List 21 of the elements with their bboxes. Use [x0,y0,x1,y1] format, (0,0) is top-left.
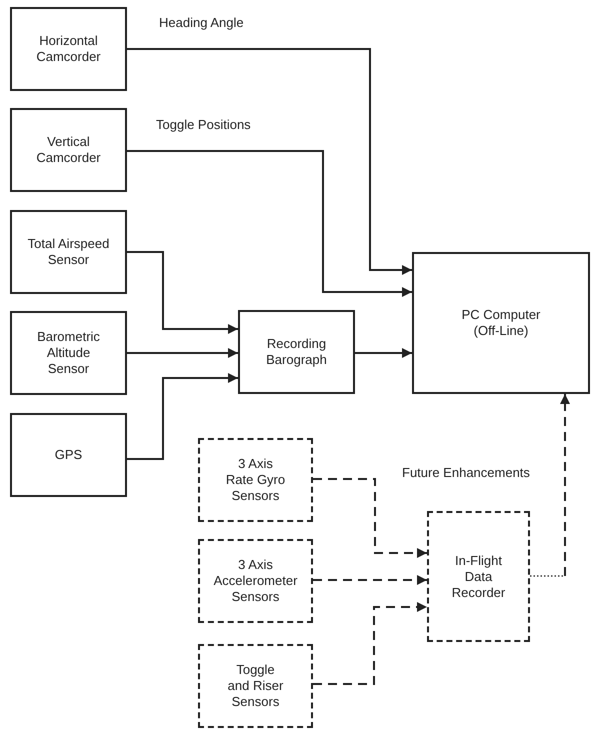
arrow [127,150,412,297]
arrow [313,478,427,558]
arrow [127,348,238,358]
arrow [127,48,412,275]
process-box: GPS [10,413,127,497]
process-box: Recording Barograph [238,310,355,394]
arrow [127,251,238,334]
process-box: Total Airspeed Sensor [10,210,127,294]
arrow [127,373,238,460]
arrow [313,575,427,585]
arrow [355,348,412,358]
process-box: Toggle and Riser Sensors [198,644,313,728]
process-box: PC Computer (Off-Line) [412,252,590,394]
process-box: Horizontal Camcorder [10,7,127,91]
process-box: In-Flight Data Recorder [427,511,530,642]
arrow [313,602,427,685]
process-box: 3 Axis Rate Gyro Sensors [198,438,313,522]
process-box: 3 Axis Accelerometer Sensors [198,539,313,623]
process-box: Barometric Altitude Sensor [10,311,127,395]
process-box: Vertical Camcorder [10,108,127,192]
arrow [530,394,570,577]
